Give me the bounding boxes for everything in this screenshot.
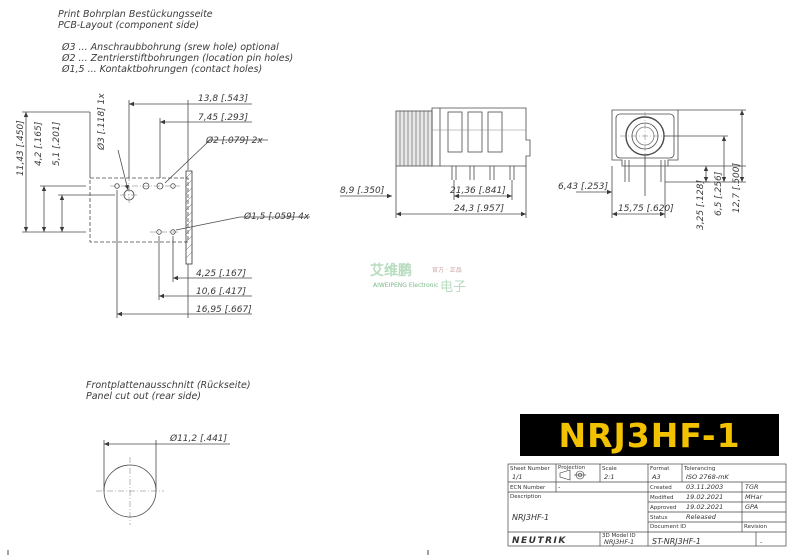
dim-4-2: 4,2 [.165] — [34, 121, 44, 166]
tb-document-value: ST-NRJ3HF-1 — [652, 537, 701, 546]
jack-body — [431, 107, 531, 167]
panel-cutout-view — [96, 440, 230, 525]
dim-21-36: 21,36 [.841] — [450, 186, 506, 196]
tb-model-value: NRJ3HF-1 — [604, 538, 634, 546]
dim-15-75: 15,75 [.620] — [618, 204, 674, 214]
watermark: 艾维鹏 官方 · 正品 AIWEIPENG Electronic 电子 — [370, 258, 475, 295]
tb-created-by: TGR — [745, 483, 759, 491]
tb-modified-date: 19.02.2021 — [686, 493, 723, 501]
dim-6-5: 6,5 [.256] — [714, 171, 724, 216]
dim-3-25: 3,25 [.128] — [696, 180, 706, 230]
tb-model-label: 3D Model ID — [602, 533, 636, 539]
pcb-legend-d1-5: Ø1,5 ... Kontaktbohrungen (contact holes… — [62, 64, 263, 75]
tb-brand-logo: NEUTRIK — [512, 536, 567, 546]
tb-tolerancing-value: ISO 2768-mK — [686, 473, 729, 481]
tb-format-value: A3 — [651, 473, 661, 481]
tb-ecn-label: ECN Number — [510, 485, 546, 491]
tb-approved-date: 19.02.2021 — [686, 503, 723, 511]
tb-description-label: Description — [510, 494, 542, 500]
tb-status-label: Status — [650, 515, 668, 521]
dim-panel-diameter: Ø11,2 [.441] — [169, 433, 228, 444]
dimension-labels: 13,8 [.543] 7,45 [.293] Ø3 [.118] 1x Ø2 … — [16, 93, 742, 444]
thread-section — [395, 110, 433, 167]
dim-hole-d2: Ø2 [.079] 2x — [205, 135, 263, 146]
tb-sheet-label: Sheet Number — [510, 466, 550, 472]
dim-11-43: 11,43 [.450] — [16, 120, 26, 176]
pcb-outline — [89, 177, 189, 243]
dim-6-43: 6,43 [.253] — [558, 182, 608, 192]
tb-created-date: 03.11.2003 — [686, 483, 723, 491]
dim-10-6: 10,6 [.417] — [196, 287, 246, 297]
tb-modified-label: Modified — [650, 495, 673, 501]
pcb-layout-title-de: Print Bohrplan Bestückungsseite — [58, 9, 213, 20]
dim-12-7: 12,7 [.500] — [732, 163, 742, 213]
dim-hole-d1-5: Ø1,5 [.059] 4x — [243, 211, 310, 222]
tb-ecn-value: - — [558, 483, 561, 491]
tb-modified-by: MHar — [745, 493, 763, 501]
part-number-banner: NRJ3HF-1 — [520, 414, 779, 456]
tb-sheet-value: 1/1 — [512, 473, 522, 481]
tb-document-label: Document ID — [650, 524, 686, 530]
front-view — [576, 109, 746, 218]
front-plate — [185, 170, 193, 265]
tb-revision-value: - — [760, 538, 763, 546]
watermark-company: AIWEIPENG Electronic — [373, 282, 439, 289]
tb-revision-label: Revision — [744, 524, 767, 530]
panel-cutout-title-en: Panel cut out (rear side) — [86, 391, 202, 402]
title-block — [507, 463, 787, 547]
pcb-legend-d3: Ø3 ... Anschraubbohrung (srew hole) opti… — [62, 42, 279, 53]
tb-scale-value: 2:1 — [604, 473, 614, 481]
pcb-pins — [451, 166, 515, 180]
dim-hole-d3: Ø3 [.118] 1x — [96, 93, 107, 151]
dim-5-1: 5,1 [.201] — [52, 121, 62, 166]
pcb-layout-view — [22, 100, 310, 318]
dim-16-95: 16,95 [.667] — [196, 305, 252, 315]
watermark-suffix: 电子 — [440, 280, 467, 295]
tb-approved-by: GPA — [745, 503, 758, 511]
tb-format-label: Format — [650, 466, 670, 472]
dim-8-9: 8,9 [.350] — [340, 186, 385, 196]
pcb-layout-title-en: PCB-Layout (component side) — [58, 20, 200, 31]
tb-description-value: NRJ3HF-1 — [512, 513, 549, 522]
watermark-slogan: 官方 · 正品 — [432, 267, 462, 274]
title-block-text: Sheet Number 1/1 Projection Scale 2:1 Fo… — [510, 465, 767, 546]
tb-projection-label: Projection — [558, 465, 586, 471]
tb-approved-label: Approved — [650, 505, 676, 511]
projection-symbol — [559, 469, 586, 481]
tb-status-value: Released — [686, 513, 717, 521]
panel-cutout-title-de: Frontplattenausschnitt (Rückseite) — [86, 380, 251, 391]
tb-tolerancing-label: Tolerancing — [683, 466, 715, 472]
dim-7-45: 7,45 [.293] — [198, 113, 248, 123]
dim-13-8: 13,8 [.543] — [198, 94, 248, 104]
tb-created-label: Created — [650, 485, 672, 491]
dim-4-25: 4,25 [.167] — [196, 269, 246, 279]
dim-24-3: 24,3 [.957] — [454, 204, 504, 214]
pcb-legend-d2: Ø2 ... Zentrierstiftbohrungen (location … — [62, 53, 294, 64]
tb-scale-label: Scale — [602, 466, 617, 472]
watermark-logo-text: 艾维鹏 — [370, 263, 412, 279]
side-view — [340, 107, 531, 218]
